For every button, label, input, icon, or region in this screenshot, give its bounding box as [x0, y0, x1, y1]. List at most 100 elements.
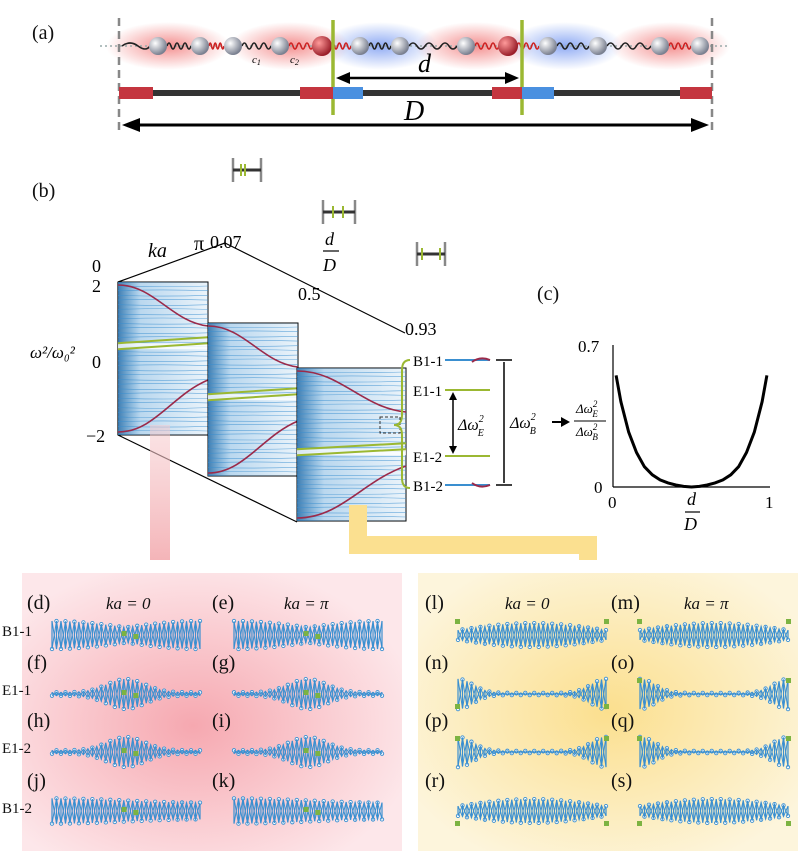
y-tick-top: 2: [92, 276, 101, 296]
interface-marker: [133, 693, 139, 698]
band-line: [117, 364, 209, 366]
slice-panels: [117, 281, 407, 522]
band-line: [117, 298, 209, 301]
chain-edge: [457, 623, 607, 647]
band-line: [207, 368, 299, 370]
mass: [691, 37, 709, 55]
ratio-curve-group: [614, 375, 769, 489]
boundary-marker: [455, 821, 460, 826]
bulk-band-lower: [117, 379, 209, 433]
band-line: [207, 373, 299, 375]
band-line: [207, 429, 299, 431]
mass: [351, 37, 369, 55]
band-label-e1-2: E1-2: [413, 450, 442, 466]
panel-label-m: (m): [611, 592, 640, 614]
edge-band: [296, 442, 407, 451]
band-line: [117, 420, 209, 422]
panel-left-modes: [22, 573, 402, 851]
panel-label-a: (a): [32, 22, 55, 44]
band-line: [207, 461, 299, 463]
band-label-b1-2: B1-2: [413, 479, 443, 495]
mode-chain: [637, 619, 791, 650]
slice-label-2: 0.5: [298, 284, 321, 304]
band-line: [296, 474, 407, 476]
band-line: [117, 308, 209, 310]
panel-label-g: (g): [212, 652, 236, 674]
band-line: [207, 467, 299, 469]
chain-edge: [457, 799, 607, 823]
mass: [391, 37, 409, 55]
mode-chain: [637, 734, 791, 770]
mass: [191, 37, 209, 55]
panel-label-c: (c): [537, 283, 560, 305]
band-line: [296, 394, 407, 396]
band-line: [207, 382, 299, 385]
boundary-marker: [786, 821, 791, 826]
panel-label-j: (j): [27, 770, 46, 792]
band-line: [207, 401, 299, 403]
interface-marker: [133, 810, 139, 815]
band-line: [296, 493, 407, 495]
mode-chain: [637, 796, 791, 826]
mass: [312, 36, 332, 56]
band-line: [296, 441, 407, 443]
boundary-marker: [455, 736, 460, 741]
band-line: [117, 388, 209, 390]
row-label-b1-1: B1-1: [2, 624, 32, 640]
band-line: [117, 289, 209, 291]
band-line: [117, 327, 209, 329]
zero-tick: 0: [92, 256, 101, 276]
band-line: [207, 410, 299, 413]
band-line: [296, 459, 407, 462]
panel-label-i: (i): [212, 710, 231, 732]
edge-band: [207, 393, 299, 402]
band-line: [117, 401, 209, 404]
mode-chain: [231, 618, 385, 652]
panel-label-f: (f): [27, 652, 47, 674]
interface-marker: [315, 810, 321, 815]
interface-marker: [121, 631, 127, 636]
c-y-bottom: 0: [594, 478, 603, 497]
boundary-marker: [637, 821, 642, 826]
springs: [121, 42, 692, 50]
chain-edge: [457, 736, 607, 768]
d-label: d: [418, 49, 432, 78]
interface-marker: [133, 634, 139, 639]
right-header-ka0: ka = 0: [505, 594, 550, 613]
bulk-band-lower: [296, 465, 407, 519]
edge-band: [117, 342, 209, 351]
chain-edge: [639, 736, 789, 768]
boundary-marker: [455, 704, 460, 709]
boundary-marker: [604, 704, 609, 709]
band-line: [117, 369, 209, 372]
band-line: [207, 448, 299, 450]
slice-label-3: 0.93: [405, 319, 437, 339]
panel-label-k: (k): [212, 770, 236, 792]
mass: [457, 37, 475, 55]
y-tick-bot: −2: [86, 426, 105, 446]
spring: [166, 42, 192, 50]
slice-label-1: 0.07: [210, 232, 242, 252]
interface-marker: [315, 751, 321, 756]
band-line: [296, 446, 407, 448]
pi-tick: π: [194, 233, 204, 255]
panel-label-l: (l): [425, 592, 444, 614]
d-over-D-den: D: [322, 255, 336, 275]
interface-marker: [315, 693, 321, 698]
boundary-marker: [637, 619, 642, 624]
c-x-num: d: [687, 489, 697, 509]
boundary-marker: [455, 619, 460, 624]
band-line: [117, 416, 209, 419]
row-label-e1-1: E1-1: [2, 683, 32, 699]
masses: [149, 36, 709, 56]
band-line: [117, 317, 209, 320]
mode-chain: [637, 676, 791, 712]
chain-edge: [457, 678, 607, 710]
spring-c1-label: c1: [252, 54, 261, 67]
band-line: [296, 483, 407, 486]
band-line: [117, 379, 209, 381]
spring: [288, 42, 314, 50]
spring: [368, 42, 392, 50]
